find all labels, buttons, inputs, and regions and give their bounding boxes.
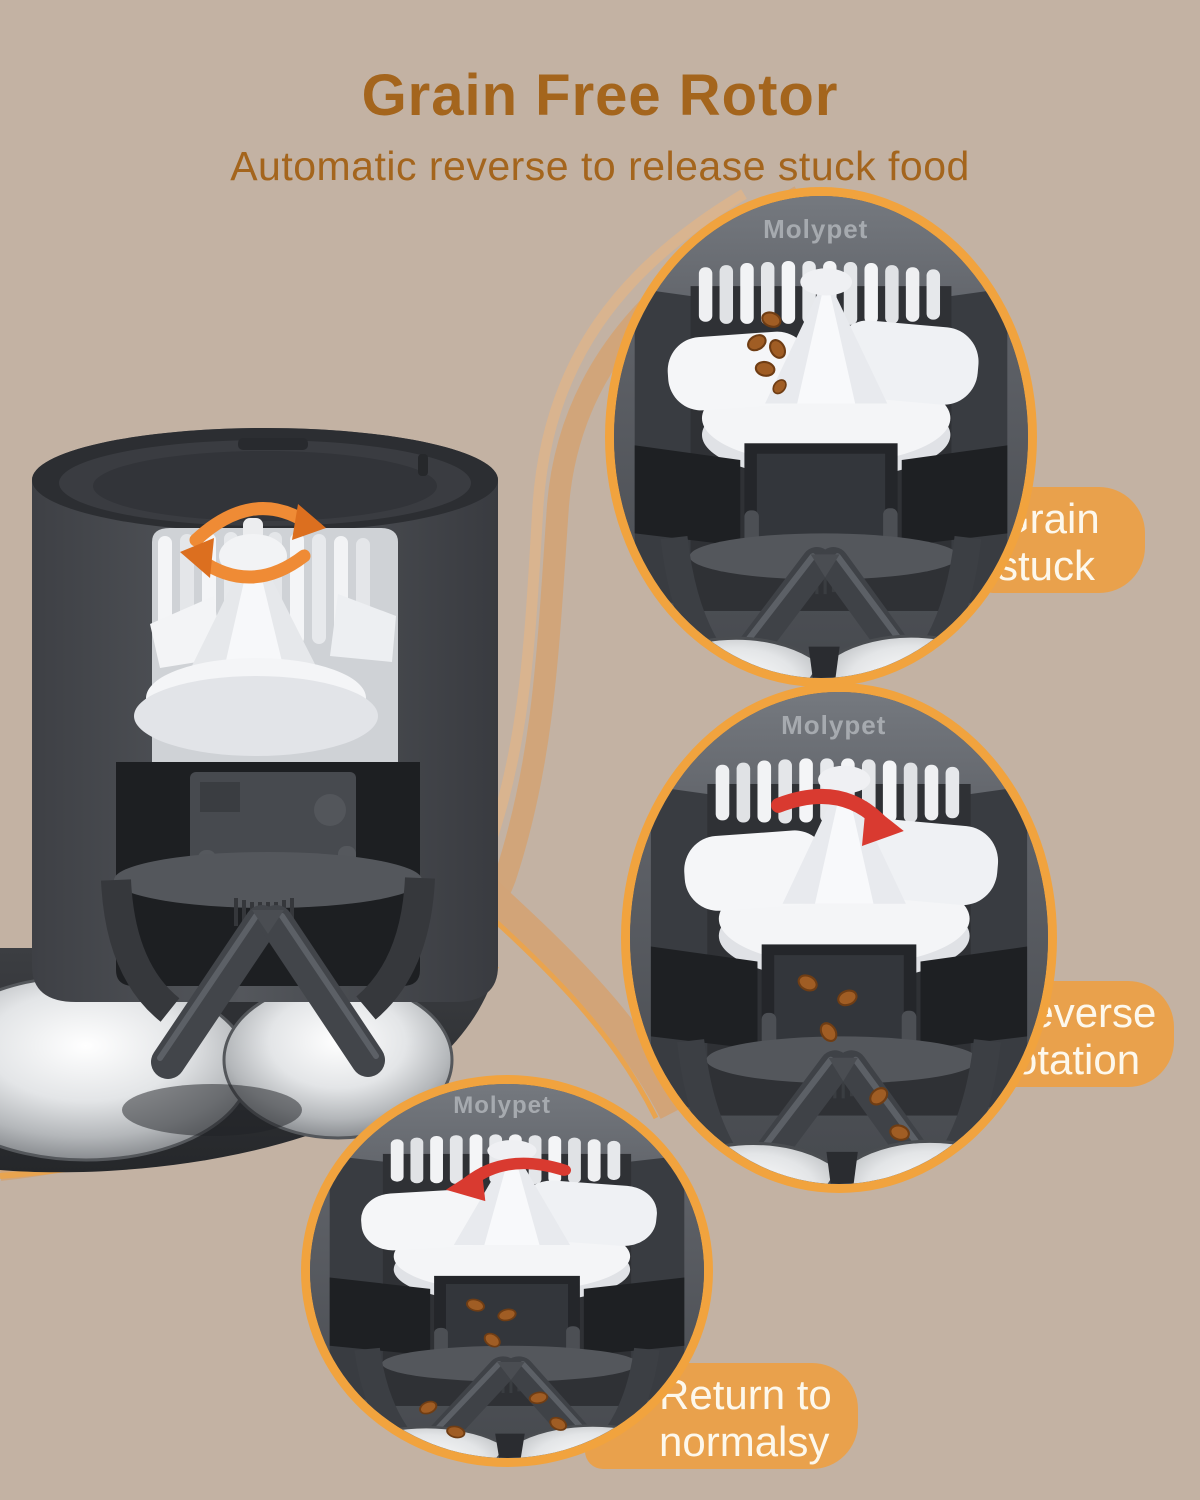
return-to-normal-scene: [310, 1084, 704, 1458]
reverse-rotation-scene: [630, 692, 1048, 1184]
red-arrow-clockwise-icon: [771, 788, 904, 847]
grain-stuck-scene: [614, 196, 1028, 678]
brand-logo-text: Molypet: [763, 214, 869, 244]
page-title: Grain Free Rotor: [361, 63, 839, 128]
header: Grain Free Rotor Automatic reverse to re…: [0, 0, 1200, 190]
rotor-cutaway-window: [134, 518, 398, 762]
callout-photo-grain-stuck: Molypet: [605, 187, 1037, 687]
callout-photo-return-to-normal: Molypet: [301, 1075, 713, 1467]
food-splitter: [101, 877, 435, 1079]
brand-logo-text: Molypet: [781, 710, 887, 740]
mechanism-window: [114, 762, 422, 986]
rotation-arrows-icon: [180, 502, 326, 584]
product-cutaway-photo: [0, 428, 498, 1173]
brand-logo-text: Molypet: [453, 1092, 551, 1119]
page-subtitle: Automatic reverse to release stuck food: [230, 143, 970, 189]
red-arrow-counterclockwise-icon: [445, 1157, 572, 1202]
